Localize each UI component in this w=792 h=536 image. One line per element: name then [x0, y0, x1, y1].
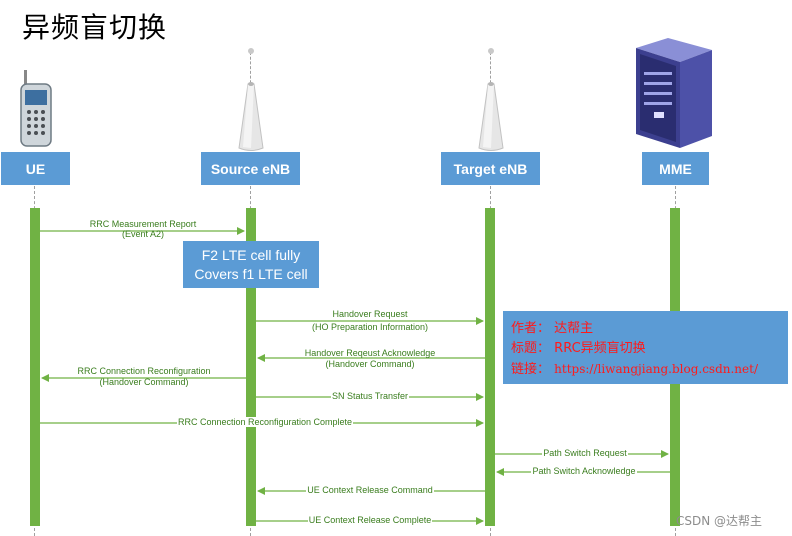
source-activation-bar [246, 208, 256, 526]
lane-mme-label: MME [659, 160, 692, 177]
msg-line1: UE Context Release Command [306, 485, 434, 495]
msg-line1: Handover Reqeust Acknowledge [304, 348, 436, 358]
msg-path-switch-request: Path Switch Request [520, 448, 650, 459]
mobile-phone-icon [20, 70, 52, 147]
lane-target-enb-label: Target eNB [453, 160, 528, 177]
lane-ue-label: UE [25, 160, 46, 177]
lane-target-enb: Target eNB [441, 152, 540, 185]
diagram-title: 异频盲切换 [22, 11, 168, 44]
title-row: 标题： RRC异频盲切换 [511, 339, 788, 359]
lane-source-enb: Source eNB [201, 152, 300, 185]
msg-line2: (HO Preparation Information) [311, 322, 429, 332]
link-value[interactable]: https://liwangjiang.blog.csdn.net/ [554, 362, 758, 376]
msg-ue-context-release-complete: UE Context Release Complete [290, 515, 450, 526]
msg-line1: SN Status Transfer [330, 391, 410, 401]
author-value: 达帮主 [554, 321, 594, 336]
antenna-tower-icon [478, 48, 504, 151]
msg-rrc-measurement-report: RRC Measurement Report (Event A2) [76, 219, 210, 240]
msg-sn-status-transfer: SN Status Transfer [290, 391, 450, 402]
msg-path-switch-acknowledge: Path Switch Acknowledge [512, 466, 656, 477]
msg-rrc-reconfiguration-complete: RRC Connection Reconfiguration Complete [150, 417, 380, 428]
coverage-note-line1: F2 LTE cell fully [201, 246, 301, 263]
author-row: 作者： 达帮主 [511, 319, 788, 339]
msg-line1: RRC Connection Reconfiguration Complete [176, 417, 354, 427]
antenna-tower-icon [238, 48, 264, 151]
coverage-note: F2 LTE cell fully Covers f1 LTE cell [183, 241, 319, 288]
title-label: 标题： [511, 341, 551, 356]
msg-line1: Handover Request [332, 309, 408, 319]
ue-activation-bar [30, 208, 40, 526]
coverage-note-line2: Covers f1 LTE cell [194, 265, 308, 282]
title-value: RRC异频盲切换 [554, 341, 646, 356]
link-label: 链接： [511, 362, 551, 377]
author-info-box: 作者： 达帮主 标题： RRC异频盲切换 链接： https://liwangj… [503, 311, 788, 384]
msg-rrc-connection-reconfiguration: RRC Connection Reconfiguration (Handover… [64, 366, 224, 388]
msg-line1: RRC Measurement Report [89, 219, 197, 229]
msg-line2: (Handover Command) [99, 377, 189, 387]
msg-handover-request-ack: Handover Reqeust Acknowledge (Handover C… [290, 348, 450, 370]
lane-mme: MME [642, 152, 709, 185]
lane-ue: UE [1, 152, 70, 185]
msg-line1: Path Switch Acknowledge [531, 466, 637, 476]
msg-line1: RRC Connection Reconfiguration [77, 366, 211, 376]
msg-line2: (Event A2) [121, 229, 165, 239]
target-activation-bar [485, 208, 495, 526]
msg-line1: Path Switch Request [542, 448, 628, 458]
msg-line2: (Handover Command) [325, 359, 415, 369]
link-row: 链接： https://liwangjiang.blog.csdn.net/ [511, 359, 788, 380]
author-label: 作者： [511, 321, 551, 336]
csdn-watermark: CSDN @达帮主 [676, 514, 763, 528]
msg-handover-request: Handover Request (HO Preparation Informa… [290, 309, 450, 333]
source-antenna-lifeline [250, 52, 251, 88]
server-icon [636, 38, 712, 148]
msg-ue-context-release-command: UE Context Release Command [290, 485, 450, 496]
lane-source-enb-label: Source eNB [210, 160, 291, 177]
msg-line1: UE Context Release Complete [307, 515, 433, 525]
target-antenna-lifeline [490, 52, 491, 88]
